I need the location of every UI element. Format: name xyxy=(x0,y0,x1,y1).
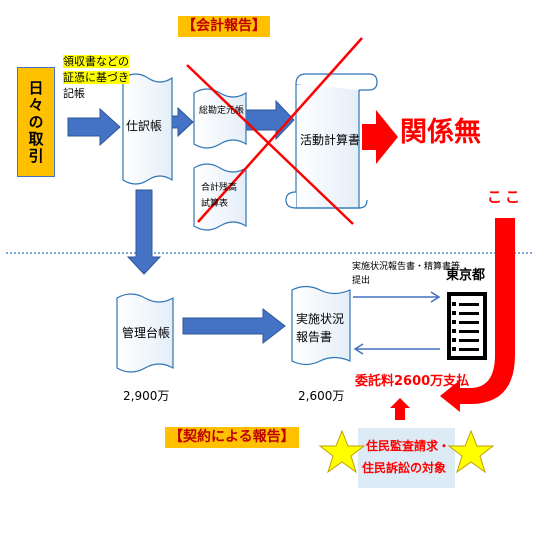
accounting-report-header: 【会計報告】 xyxy=(178,16,270,37)
receipts-note-line1: 領収書などの xyxy=(63,55,129,69)
activity-statement-label: 活動計算書 xyxy=(300,133,361,147)
audit-box xyxy=(358,428,455,488)
journal-label: 仕訳帳 xyxy=(126,119,163,133)
here-label: ここ xyxy=(487,188,524,206)
cross-out-line-1 xyxy=(186,64,354,225)
irrelevant-label: 関係無 xyxy=(400,117,481,148)
payment-arrow xyxy=(353,343,440,355)
building-icon xyxy=(447,292,487,360)
submission-line1: 実施状況報告書・精算書等 xyxy=(352,262,461,272)
status-report-label-2: 報告書 xyxy=(296,330,333,344)
cross-out-line-2 xyxy=(197,37,363,223)
status-report-label-1: 実施状況 xyxy=(296,312,345,326)
status-report-doc xyxy=(291,285,351,366)
audit-line2: 住民訴訟の対象 xyxy=(362,461,447,475)
arrow-to-status-report xyxy=(182,307,286,345)
trial-balance-label-1: 合計残高 xyxy=(201,183,238,193)
submission-arrow xyxy=(353,291,441,303)
management-ledger-label: 管理台帳 xyxy=(122,326,171,340)
arrow-down-to-management xyxy=(126,189,162,275)
ledger-label: 総勘定元帳 xyxy=(199,106,245,116)
audit-line1: 住民監査請求・ xyxy=(366,439,451,453)
arrow-to-journal xyxy=(67,107,121,147)
ledger-amount: 2,900万 xyxy=(123,389,170,403)
commission-label: 委託料2600万支払 xyxy=(355,374,470,389)
daily-transactions-box: 日々の取引 xyxy=(17,67,55,177)
red-curved-arrow xyxy=(440,218,515,412)
journal-doc xyxy=(122,73,173,185)
management-ledger-doc xyxy=(116,293,174,373)
daily-transactions-label: 日々の取引 xyxy=(26,79,45,165)
submission-line2: 提出 xyxy=(352,276,371,286)
arrow-to-activity xyxy=(244,99,295,141)
star-icon-right xyxy=(447,429,495,474)
receipts-note-line2: 証憑に基づき xyxy=(63,71,129,85)
trial-balance-label-2: 試算表 xyxy=(201,199,229,209)
receipts-note-line3: 記帳 xyxy=(63,87,85,100)
report-amount: 2,600万 xyxy=(298,389,345,403)
star-icon-left xyxy=(318,429,366,474)
red-up-arrow xyxy=(390,398,410,420)
contract-report-header: 【契約による報告】 xyxy=(165,427,299,448)
activity-statement-scroll xyxy=(285,73,378,209)
red-arrow-irrelevant xyxy=(362,110,398,164)
tokyo-label: 東京都 xyxy=(446,268,486,283)
